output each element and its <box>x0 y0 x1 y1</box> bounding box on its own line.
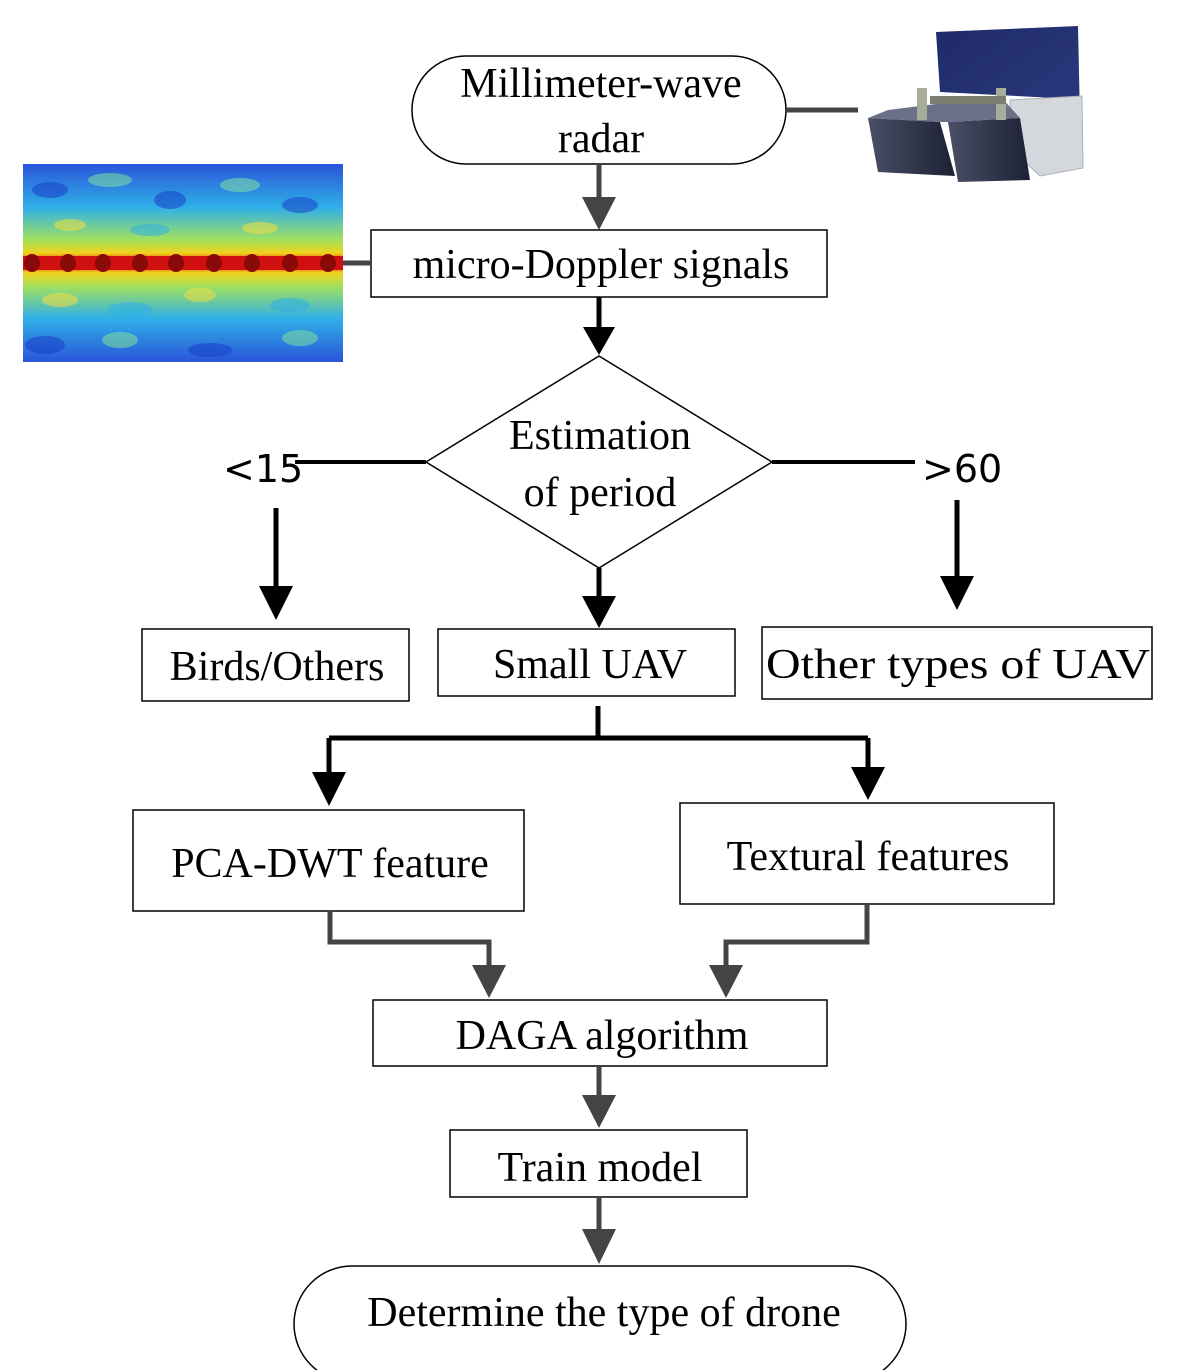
small-uav-node: Small UAV <box>437 628 736 697</box>
spectrogram-image <box>23 164 371 362</box>
determine-node-label: Determine the type of drone <box>367 1290 840 1336</box>
other-uav-node-label: Other types of UAV <box>766 642 1150 688</box>
radar-node-label-line1: Millimeter-wave <box>460 61 741 107</box>
micro-doppler-node: micro-Doppler signals <box>370 229 828 298</box>
daga-node-shape <box>372 999 828 1067</box>
spectrogram-speckle <box>25 173 318 357</box>
birds-node-shape <box>141 628 410 702</box>
arrow-daga-to-train <box>582 1066 616 1128</box>
textural-node-shape <box>679 802 1055 905</box>
textural-node-label: Textural features <box>727 834 1010 880</box>
arrow-radar-to-doppler <box>582 165 616 230</box>
branch-left: <15 <box>223 447 426 620</box>
radar-photo-panel <box>936 26 1080 128</box>
pca-dwt-node: PCA-DWT feature <box>132 809 525 912</box>
estimation-node: Estimation of period <box>424 355 774 569</box>
radar-node: Millimeter-wave radar <box>411 55 787 165</box>
radar-photo <box>786 26 1084 182</box>
merge-left-arrowhead <box>472 965 506 998</box>
birds-node-label: Birds/Others <box>170 644 385 690</box>
textural-node: Textural features <box>679 802 1055 905</box>
radar-photo-horn-left <box>868 118 955 176</box>
estimation-node-label-line2: of period <box>524 470 677 516</box>
other-uav-node-shape <box>761 626 1153 700</box>
radar-photo-feed-left <box>917 88 927 120</box>
train-node-shape <box>449 1129 748 1198</box>
estimation-node-label-line1: Estimation <box>509 413 691 459</box>
small-uav-node-shape <box>437 628 736 697</box>
branch-left-arrowhead <box>259 586 293 620</box>
daga-node-label: DAGA algorithm <box>456 1013 749 1059</box>
pca-dwt-node-shape <box>132 809 525 912</box>
branch-right-arrowhead <box>940 576 974 610</box>
branch-right-threshold: >60 <box>922 447 1002 491</box>
branch-right: >60 <box>772 447 1002 610</box>
merge-right-arrowhead <box>709 965 743 998</box>
radar-node-label-line2: radar <box>558 116 644 162</box>
radar-photo-horn-right <box>948 118 1030 182</box>
branch-left-threshold: <15 <box>223 447 303 491</box>
daga-node: DAGA algorithm <box>372 999 828 1067</box>
estimation-node-shape <box>424 355 774 569</box>
train-node-label: Train model <box>498 1145 703 1191</box>
pca-dwt-node-label: PCA-DWT feature <box>171 841 489 887</box>
train-node: Train model <box>449 1129 748 1198</box>
split-connector <box>312 706 885 806</box>
radar-photo-mount <box>930 96 1006 104</box>
determine-node: Determine the type of drone <box>293 1265 907 1370</box>
other-uav-node: Other types of UAV <box>761 626 1153 700</box>
small-uav-node-label: Small UAV <box>493 642 687 688</box>
split-left-arrowhead <box>312 772 346 806</box>
arrow-train-to-determine <box>582 1197 616 1264</box>
determine-node-shape <box>293 1265 907 1370</box>
split-right-arrowhead <box>851 767 885 800</box>
merge-connector <box>327 904 870 998</box>
micro-doppler-node-label: micro-Doppler signals <box>413 242 790 288</box>
arrow-doppler-to-estimation <box>583 297 615 355</box>
arrow-estimation-to-small-uav <box>582 568 616 628</box>
spectrogram-band-peaks <box>24 254 336 272</box>
birds-node: Birds/Others <box>141 628 410 702</box>
